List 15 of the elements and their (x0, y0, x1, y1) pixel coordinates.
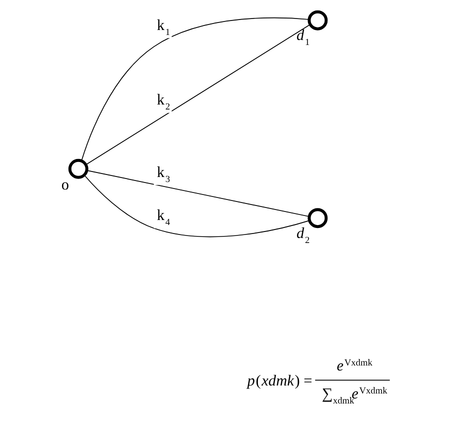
node-circle (308, 10, 328, 30)
connector (84, 174, 310, 238)
label: e$^{Vxdmk}$ (336, 357, 372, 374)
label: p(xdmk) = (247, 372, 312, 390)
node-label: d$_{2}$ (296, 224, 310, 246)
label: ∑$_{xdmk}$e$^{Vxdmk}$ (322, 385, 388, 406)
node-label: o (61, 176, 70, 194)
node-circle (68, 158, 88, 179)
edge-label: k$_{1}$ (156, 17, 170, 38)
node-circle (308, 208, 328, 228)
edge-label: k$_{4}$ (156, 207, 170, 228)
connector (86, 170, 310, 217)
edge-label: k$_{3}$ (156, 164, 170, 185)
edge-label: k$_{2}$ (156, 92, 170, 113)
node-label: d$_{1}$ (296, 27, 310, 48)
